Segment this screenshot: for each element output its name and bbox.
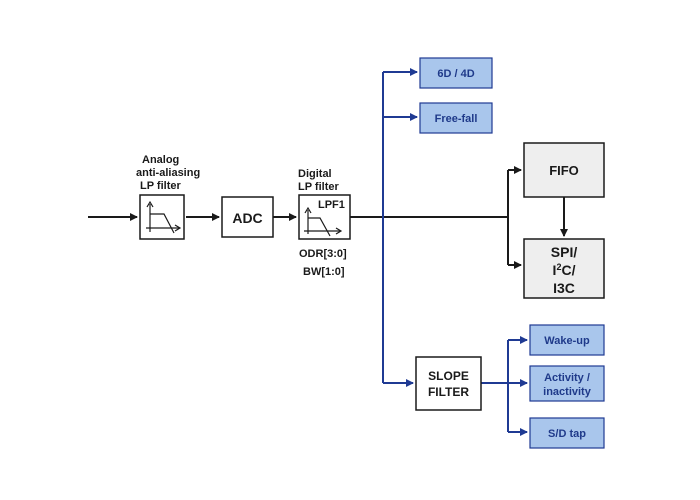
output-6d4d: 6D / 4D [419,57,493,89]
i2c-label: I2C/ [553,262,576,278]
output-free-fall: Free-fall [419,102,493,134]
fifo-label: FIFO [549,163,579,178]
bw-label: BW[1:0] [303,266,345,278]
svg-text:Activity /: Activity / [544,372,590,384]
output-activity: Activity / inactivity [529,365,605,402]
svg-text:LP filter: LP filter [298,181,339,193]
output-wake-up: Wake-up [529,324,605,356]
lowpass-filter-response-icon [146,200,182,234]
svg-text:Analog: Analog [142,154,179,166]
adc-label: ADC [232,210,262,226]
i3c-label: I3C [553,280,575,296]
analog-filter-label: Analog anti-aliasing LP filter [136,154,200,192]
lpf1-label: LPF1 [318,199,345,211]
svg-text:LP filter: LP filter [140,180,181,192]
slope-filter-block: SLOPE FILTER [415,356,482,411]
serial-interface-block: SPI/ I2C/ I3C [523,238,605,299]
digital-filter-block: LPF1 [298,194,351,240]
svg-text:Wake-up: Wake-up [544,335,590,347]
slope-label: SLOPE [428,369,469,383]
event-branch-lines [382,68,528,436]
analog-filter-block [139,194,185,240]
fifo-block: FIFO [523,142,605,198]
svg-text:inactivity: inactivity [543,386,592,398]
signal-chain-lines [88,166,568,269]
svg-text:Free-fall: Free-fall [435,113,478,125]
adc-block: ADC [221,196,274,238]
digital-filter-label: Digital LP filter [298,168,339,193]
svg-text:Digital: Digital [298,168,332,180]
odr-label: ODR[3:0] [299,248,347,260]
lowpass-filter-response-icon [304,206,343,237]
svg-text:S/D tap: S/D tap [548,428,586,440]
svg-text:6D / 4D: 6D / 4D [437,68,474,80]
svg-text:anti-aliasing: anti-aliasing [136,167,200,179]
filter-label: FILTER [428,385,469,399]
output-sd-tap: S/D tap [529,417,605,449]
spi-label: SPI/ [551,244,578,260]
